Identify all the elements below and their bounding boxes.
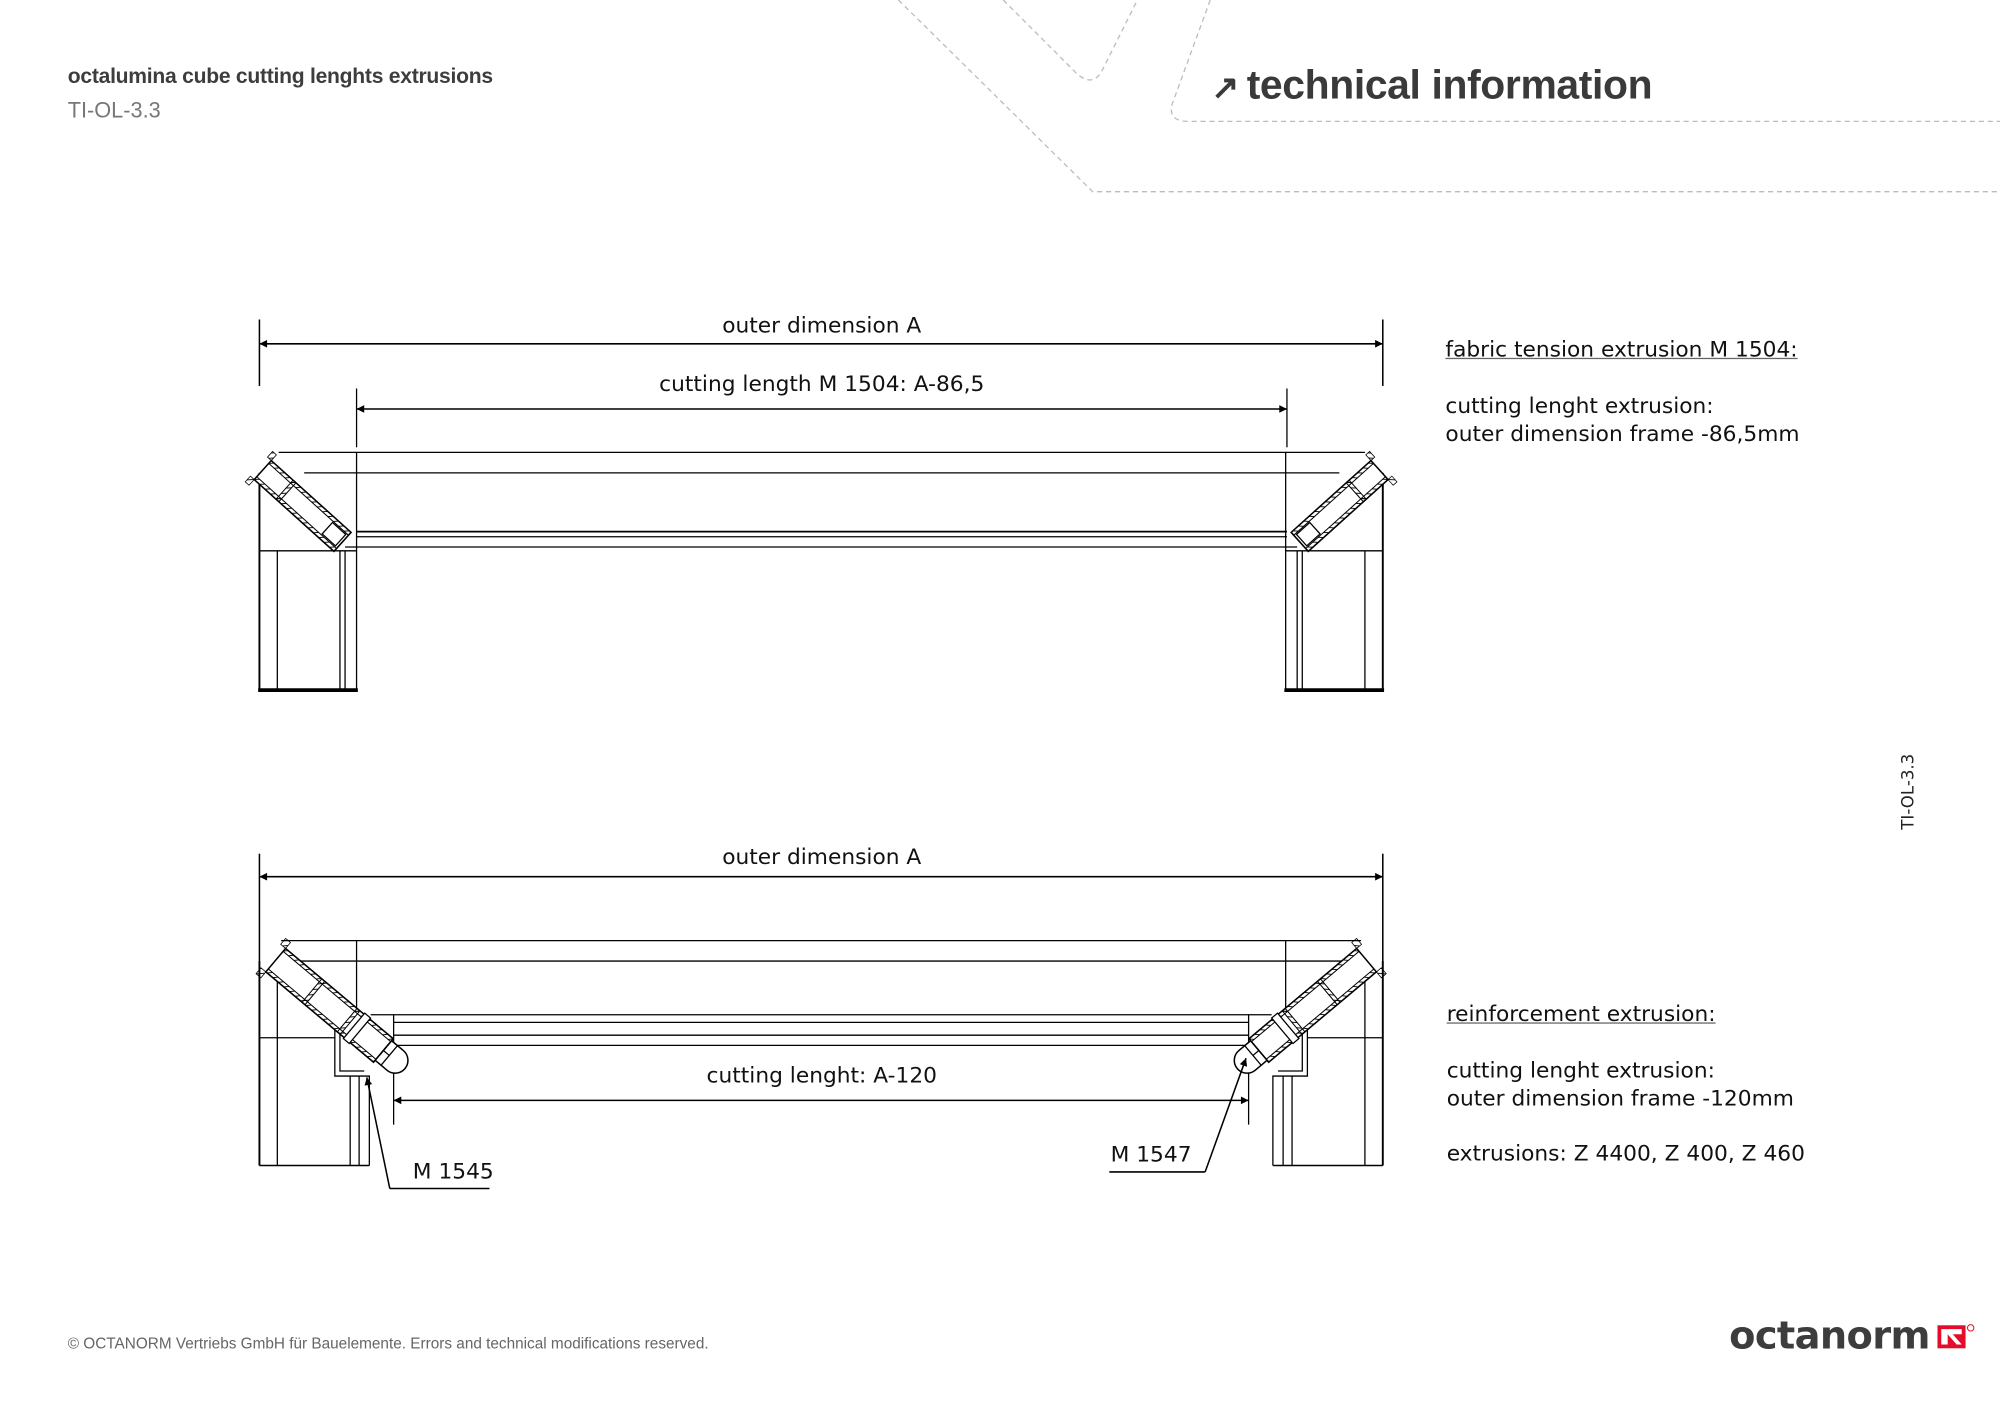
right-corner-profile — [1284, 451, 1397, 690]
header-decoration — [897, 0, 2000, 193]
left-corner-profile — [256, 938, 420, 1165]
notes-bottom: reinforcement extrusion: cutting lenght … — [1447, 1001, 1805, 1168]
label-m1547: M 1547 — [1110, 1142, 1192, 1169]
document-code: TI-OL-3.3 — [67, 98, 161, 123]
leader-m1545 — [364, 1077, 391, 1189]
notes-bottom-line3: extrusions: Z 4400, Z 400, Z 460 — [1446, 1141, 1805, 1167]
notes-top-line2: outer dimension frame -86,5mm — [1445, 421, 1800, 448]
bottom-outer-dimension-label: outer dimension A — [722, 844, 922, 871]
bottom-drawing — [256, 853, 1387, 1190]
bottom-cutting-length-label: cutting lenght: A-120 — [706, 1063, 937, 1089]
section-title: ↗technical information — [1212, 61, 1653, 108]
notes-bottom-line1: cutting lenght extrusion: — [1446, 1058, 1715, 1084]
octanorm-logo: octanorm — [1729, 1314, 1976, 1359]
notes-bottom-heading: reinforcement extrusion: — [1446, 1001, 1716, 1028]
notes-bottom-line2: outer dimension frame -120mm — [1446, 1086, 1794, 1112]
notes-top-line1: cutting lenght extrusion: — [1445, 393, 1714, 420]
logo-mark-icon — [1937, 1323, 1975, 1348]
top-drawing — [245, 319, 1397, 691]
footer-copyright: © OCTANORM Vertriebs GmbH für Bauelement… — [67, 1334, 709, 1353]
right-corner-profile — [1223, 938, 1387, 1165]
logo-text: octanorm — [1729, 1313, 1930, 1359]
top-cutting-length-label: cutting length M 1504: A-86,5 — [659, 371, 985, 398]
side-document-code: TI-OL-3.3 — [1899, 753, 1919, 830]
arrow-up-right-icon: ↗ — [1211, 67, 1240, 107]
notes-top-heading: fabric tension extrusion M 1504: — [1445, 337, 1798, 363]
label-m1545: M 1545 — [412, 1159, 494, 1185]
top-outer-dimension-label: outer dimension A — [722, 313, 922, 339]
left-corner-profile — [245, 451, 358, 690]
document-title: octalumina cube cutting lenghts extrusio… — [67, 65, 493, 89]
notes-top: fabric tension extrusion M 1504: cutting… — [1445, 336, 1799, 448]
section-title-text: technical information — [1246, 61, 1653, 108]
leader-m1547 — [1204, 1057, 1248, 1173]
